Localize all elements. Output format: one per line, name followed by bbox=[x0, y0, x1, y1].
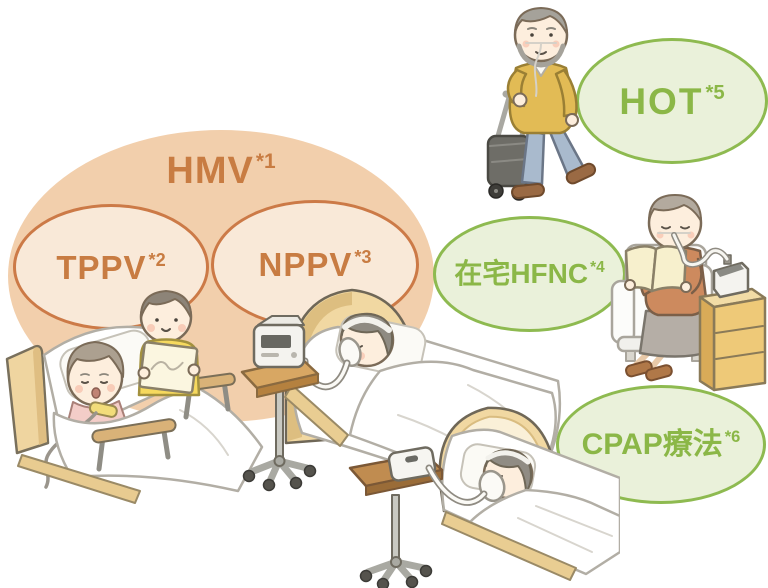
nppv-patient bbox=[338, 312, 395, 368]
hot-footnote: *5 bbox=[705, 82, 725, 105]
nppv-label: NPPV*3 bbox=[258, 246, 372, 283]
tppv-footnote: *2 bbox=[148, 249, 166, 270]
bed-frame bbox=[441, 511, 577, 581]
elderly-woman-in-armchair-with-hfnc-device-icon bbox=[610, 194, 767, 392]
patient-with-cpap-mask-and-device-on-stand-icon bbox=[348, 406, 620, 588]
hot-label: HOT*5 bbox=[619, 80, 725, 122]
hfnc-tube bbox=[671, 232, 730, 268]
tppv-patient bbox=[65, 341, 129, 430]
nppv-mask bbox=[338, 337, 362, 367]
ventilator-device bbox=[252, 315, 306, 369]
patient-in-bed-with-tracheostomy-and-child-visitor-icon bbox=[5, 290, 264, 504]
bed-frame bbox=[17, 454, 141, 504]
hot-man bbox=[506, 7, 597, 200]
hfnc-label: 在宅HFNC*4 bbox=[454, 258, 605, 289]
elderly-man-with-portable-oxygen-cart-icon bbox=[486, 7, 597, 201]
hot-ellipse: HOT*5 bbox=[576, 38, 768, 164]
cpap-device bbox=[387, 446, 437, 482]
hmv-footnote: *1 bbox=[255, 150, 276, 174]
hmv-label: HMV*1 bbox=[166, 150, 276, 192]
bed-rail-front bbox=[91, 418, 177, 472]
bed-frame bbox=[284, 384, 349, 447]
side-cabinet bbox=[698, 287, 767, 392]
stand-base bbox=[359, 494, 433, 588]
bed-headboard bbox=[5, 344, 50, 455]
hfnc-footnote: *4 bbox=[590, 259, 605, 277]
sketchbook bbox=[138, 341, 199, 395]
cpap-label: CPAP療法*6 bbox=[581, 427, 741, 461]
hfnc-woman bbox=[624, 194, 714, 382]
hfnc-device bbox=[712, 254, 750, 299]
tppv-ellipse: TPPV*2 bbox=[13, 204, 209, 330]
cpap-tube bbox=[425, 464, 488, 506]
nasal-cannula bbox=[525, 42, 557, 97]
child-visitor bbox=[137, 290, 201, 397]
nppv-footnote: *3 bbox=[354, 247, 372, 268]
cpap-footnote: *6 bbox=[724, 427, 741, 446]
tppv-label: TPPV*2 bbox=[56, 248, 166, 286]
hfnc-ellipse: 在宅HFNC*4 bbox=[433, 216, 626, 332]
